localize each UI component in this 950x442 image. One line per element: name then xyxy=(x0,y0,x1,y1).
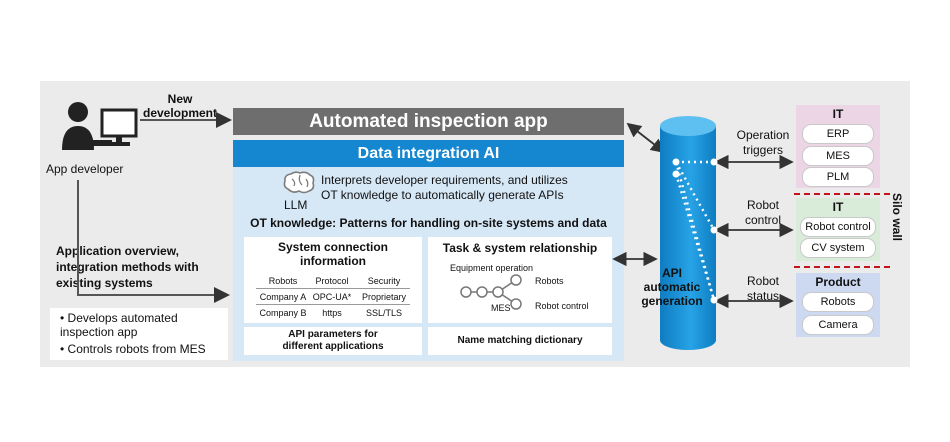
camera-box: Camera xyxy=(802,315,874,335)
table-divider xyxy=(256,288,410,289)
relationship-graph xyxy=(460,274,522,310)
ai-title: Data integration AI xyxy=(233,140,624,167)
table-cell: https xyxy=(322,308,342,318)
plm-box: PLM xyxy=(802,167,874,187)
erp-box: ERP xyxy=(802,124,874,144)
robot-control-box: Robot control xyxy=(800,217,876,237)
api-generation-label: API automatic generation xyxy=(641,266,703,308)
name-matching-dictionary-box: Name matching dictionary xyxy=(428,327,612,355)
table-cell: Company B xyxy=(259,308,307,318)
llm-label: LLM xyxy=(284,198,308,212)
ai-description: Interprets developer requirements, and u… xyxy=(321,173,568,202)
task-relationship-title: Task & system relationship xyxy=(442,241,598,255)
it-group-control: IT Robot control CV system xyxy=(796,198,880,261)
table-divider xyxy=(256,304,410,305)
api-parameters-box: API parameters for different application… xyxy=(244,327,422,355)
silo-wall-label: Silo wall xyxy=(890,193,904,242)
table-cell: OPC-UA* xyxy=(312,292,352,302)
equipment-operation-label: Equipment operation xyxy=(450,263,534,273)
table-cell: Proprietary xyxy=(361,292,406,302)
robots-node-label: Robots xyxy=(535,276,564,286)
robots-box: Robots xyxy=(802,292,874,312)
table-cell: Company A xyxy=(259,292,307,302)
system-connection-title: System connection information xyxy=(277,240,389,268)
api-database-cylinder xyxy=(660,116,718,350)
table-cell: SSL/TLS xyxy=(365,308,403,318)
system-connection-box xyxy=(244,237,422,323)
product-group-title: Product xyxy=(815,275,861,289)
cv-system-box: CV system xyxy=(800,238,876,258)
requirement-item: • Controls robots from MES xyxy=(60,342,206,356)
it-group-title: IT xyxy=(832,107,844,121)
robot-control-node-label: Robot control xyxy=(535,301,589,311)
silo-divider xyxy=(794,266,890,268)
overview-label: Application overview, integration method… xyxy=(56,244,199,290)
product-group: Product Robots Camera xyxy=(796,273,880,337)
mes-box: MES xyxy=(802,146,874,166)
mes-node-label: MES xyxy=(491,303,511,313)
table-header: Protocol xyxy=(315,276,349,286)
requirement-item: • Develops automated inspection app xyxy=(60,311,178,339)
table-header: Security xyxy=(367,276,401,286)
it-group-enterprise: IT ERP MES PLM xyxy=(796,105,880,188)
requirements-box: • Develops automated inspection app • Co… xyxy=(50,308,228,360)
robot-status-label: Robot status xyxy=(746,274,780,303)
app-title-bar: Automated inspection app xyxy=(233,108,624,135)
new-development-label: New development xyxy=(142,92,217,120)
ot-knowledge-title: OT knowledge: Patterns for handling on-s… xyxy=(250,216,607,230)
developer-label: App developer xyxy=(46,162,124,176)
table-header: Robots xyxy=(268,276,298,286)
robot-control-flow-label: Robot control xyxy=(744,198,782,227)
silo-divider xyxy=(794,193,890,195)
brain-icon xyxy=(283,171,315,194)
operation-triggers-label: Operation triggers xyxy=(736,128,790,157)
developer-icon xyxy=(62,102,138,150)
it-group-title: IT xyxy=(832,200,844,214)
